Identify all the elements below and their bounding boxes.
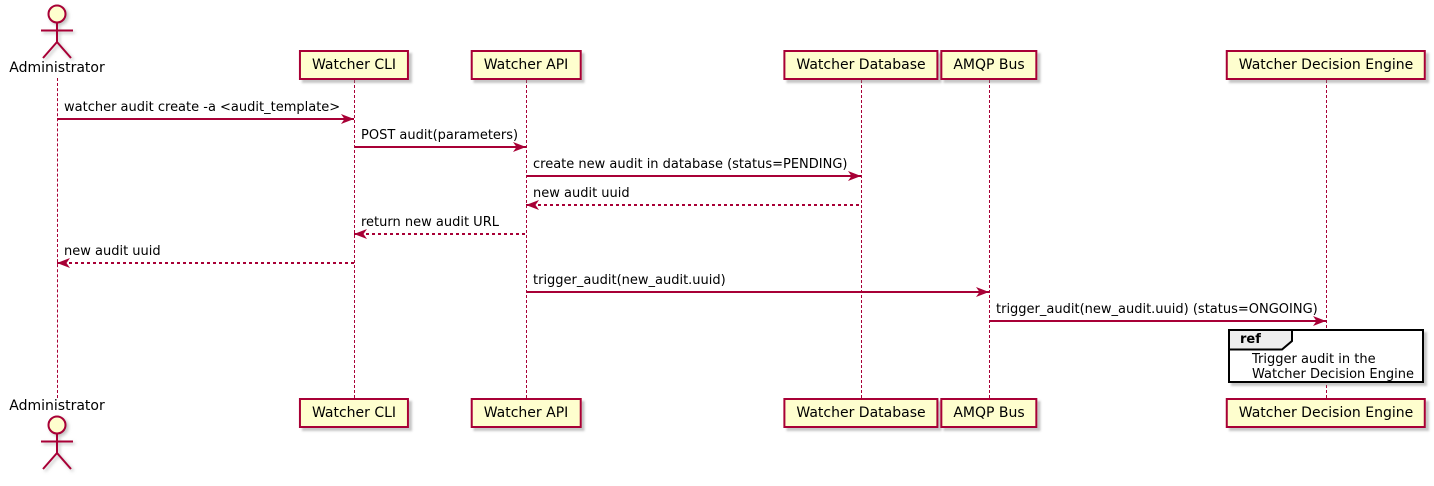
ref-text-line-1: Trigger audit in the bbox=[1252, 352, 1376, 367]
actor-label-bottom: Administrator bbox=[9, 398, 105, 414]
arrowhead-2 bbox=[513, 142, 526, 152]
message-label-7: trigger_audit(new_audit.uuid) bbox=[533, 273, 726, 288]
participant-top-watcher-cli: Watcher CLI bbox=[298, 50, 410, 80]
arrowhead-6 bbox=[57, 258, 70, 268]
arrowhead-7 bbox=[976, 287, 989, 297]
participant-bottom-watcher-decision-engine: Watcher Decision Engine bbox=[1225, 398, 1427, 428]
message-line-1 bbox=[57, 118, 354, 120]
message-line-2 bbox=[354, 146, 526, 148]
message-label-1: watcher audit create -a <audit_template> bbox=[64, 100, 341, 115]
message-label-5: return new audit URL bbox=[361, 215, 499, 230]
arrowhead-5 bbox=[354, 229, 367, 239]
message-line-8 bbox=[989, 320, 1326, 322]
actor-figure-bottom bbox=[41, 415, 73, 470]
ref-text-line-2: Watcher Decision Engine bbox=[1252, 367, 1414, 382]
lifeline-administrator bbox=[57, 78, 58, 398]
participant-bottom-watcher-database: Watcher Database bbox=[783, 398, 939, 428]
lifeline-watcher-decision-engine bbox=[1326, 80, 1327, 398]
ref-header-pentagon bbox=[1228, 329, 1293, 351]
message-label-3: create new audit in database (status=PEN… bbox=[533, 157, 848, 172]
message-line-7 bbox=[526, 291, 989, 293]
message-label-8: trigger_audit(new_audit.uuid) (status=ON… bbox=[996, 302, 1318, 317]
ref-keyword: ref bbox=[1240, 332, 1261, 347]
arrowhead-1 bbox=[341, 114, 354, 124]
message-line-4 bbox=[526, 204, 861, 206]
lifeline-watcher-database bbox=[861, 80, 862, 398]
participant-top-watcher-database: Watcher Database bbox=[783, 50, 939, 80]
actor-figure-top bbox=[41, 4, 73, 59]
actor-label-top: Administrator bbox=[9, 60, 105, 76]
participant-bottom-watcher-api: Watcher API bbox=[470, 398, 582, 428]
lifeline-watcher-api bbox=[526, 80, 527, 398]
message-label-4: new audit uuid bbox=[533, 186, 630, 201]
message-line-6 bbox=[57, 262, 354, 264]
arrowhead-3 bbox=[848, 171, 861, 181]
arrowhead-4 bbox=[526, 200, 539, 210]
participant-top-amqp-bus: AMQP Bus bbox=[940, 50, 1038, 80]
arrowhead-8 bbox=[1313, 316, 1326, 326]
participant-top-watcher-api: Watcher API bbox=[470, 50, 582, 80]
participant-bottom-watcher-cli: Watcher CLI bbox=[298, 398, 410, 428]
message-label-6: new audit uuid bbox=[64, 244, 161, 259]
lifeline-amqp-bus bbox=[989, 80, 990, 398]
message-line-3 bbox=[526, 175, 861, 177]
participant-top-watcher-decision-engine: Watcher Decision Engine bbox=[1225, 50, 1427, 80]
lifeline-watcher-cli bbox=[354, 80, 355, 398]
message-line-5 bbox=[354, 233, 526, 235]
participant-bottom-amqp-bus: AMQP Bus bbox=[940, 398, 1038, 428]
message-label-2: POST audit(parameters) bbox=[361, 128, 519, 143]
